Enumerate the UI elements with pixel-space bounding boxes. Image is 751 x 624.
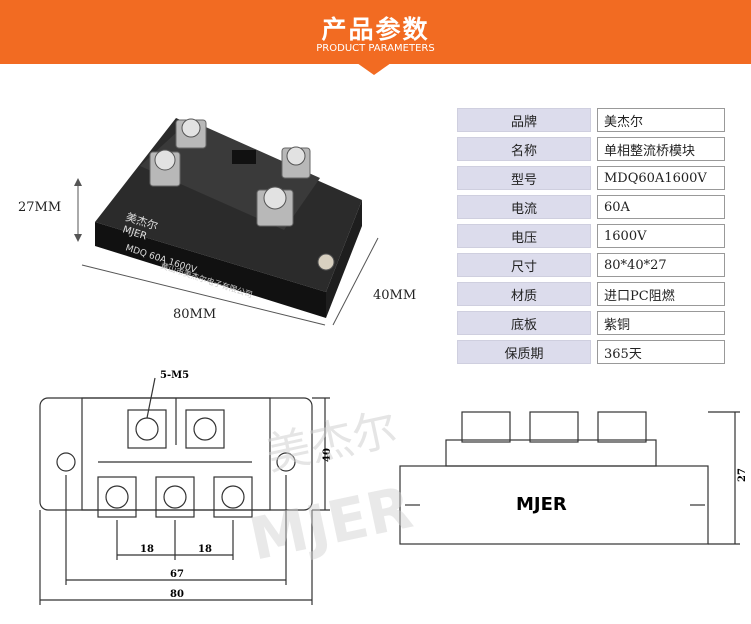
photo-length-label: 80MM: [173, 307, 217, 322]
spec-value: 紫铜: [597, 311, 725, 335]
dim-27-label: 27: [737, 468, 748, 482]
screw-label: 5-M5: [160, 370, 189, 381]
spec-label: 名称: [457, 137, 591, 161]
photo-width-label: 40MM: [373, 288, 417, 303]
spec-value: 80*40*27: [597, 253, 725, 277]
page-subtitle: PRODUCT PARAMETERS: [316, 43, 435, 54]
watermark-brand: 美杰尔: [262, 403, 402, 480]
spec-value: MDQ60A1600V: [597, 166, 725, 190]
top-view-drawing: [39, 377, 330, 605]
spec-label: 型号: [457, 166, 591, 190]
spec-label: 尺寸: [457, 253, 591, 277]
spec-value: 60A: [597, 195, 725, 219]
page-title: 产品参数: [321, 15, 430, 44]
header-banner: [0, 0, 751, 64]
spec-row: 底板紫铜: [457, 311, 725, 335]
module-photo: 美杰尔 MJER MDQ 60A 1600V 黄山市美杰尔电子有限公司: [95, 118, 362, 318]
spec-label: 电流: [457, 195, 591, 219]
spec-value: 365天: [597, 340, 725, 364]
side-view-drawing: [399, 411, 740, 545]
spec-label: 电压: [457, 224, 591, 248]
spec-value: 单相整流桥模块: [597, 137, 725, 161]
spec-label: 保质期: [457, 340, 591, 364]
spec-row: 材质进口PC阻燃: [457, 282, 725, 306]
spec-value: 美杰尔: [597, 108, 725, 132]
spec-value: 进口PC阻燃: [597, 282, 725, 306]
side-logo-text: MJER: [516, 494, 567, 515]
dim-67-label: 67: [170, 569, 184, 580]
spec-row: 名称单相整流桥模块: [457, 137, 725, 161]
dim-18-left-label: 18: [140, 544, 154, 555]
spec-label: 品牌: [457, 108, 591, 132]
banner-notch: [357, 63, 391, 75]
spec-label: 材质: [457, 282, 591, 306]
dim-80-label: 80: [170, 589, 184, 600]
spec-label: 底板: [457, 311, 591, 335]
spec-row: 品牌美杰尔: [457, 108, 725, 132]
photo-height-label: 27MM: [18, 200, 62, 215]
dim-40-label: 40: [322, 448, 333, 462]
dim-18-right-label: 18: [198, 544, 212, 555]
spec-value: 1600V: [597, 224, 725, 248]
